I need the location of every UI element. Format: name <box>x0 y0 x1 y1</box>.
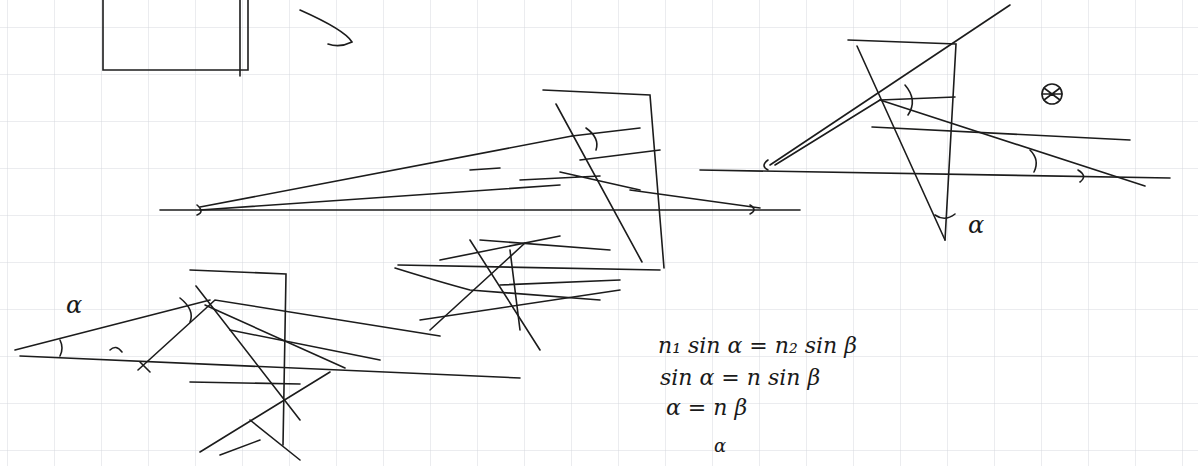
equation: sin α = n sin β <box>660 366 820 390</box>
angle-label: α <box>968 212 984 238</box>
equation: α = n β <box>666 396 747 420</box>
angle-label: α <box>714 436 726 456</box>
equation: n₁ sin α = n₂ sin β <box>658 334 857 358</box>
pen-strokes <box>15 0 1170 460</box>
angle-label: α <box>66 292 82 318</box>
